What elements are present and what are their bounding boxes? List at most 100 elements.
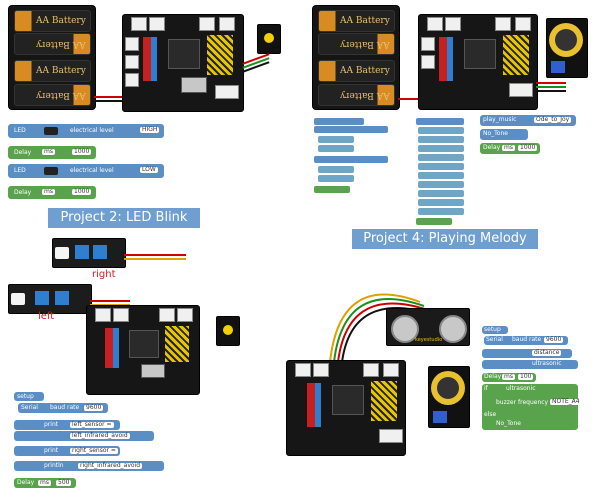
delay-value[interactable]: 1000 (72, 188, 92, 195)
serial-print-block[interactable]: ultrasonic (482, 360, 578, 369)
led-block[interactable]: LED electrical level LOW (8, 164, 164, 178)
print-text[interactable]: right_infrared_avoid (78, 462, 143, 469)
delay-unit-dropdown[interactable]: ms (42, 148, 55, 155)
serial-print-block[interactable]: left_infrared_avoid (14, 431, 154, 441)
delay-block[interactable]: Delay ms 1000 (8, 186, 96, 199)
code-block (314, 126, 388, 133)
delay-value[interactable]: 1000 (72, 148, 92, 155)
level-dropdown[interactable]: HIGH (140, 126, 160, 133)
print-label: print (44, 447, 59, 454)
code-block (418, 181, 464, 188)
print-text[interactable]: distance (532, 349, 562, 356)
level-dropdown[interactable]: LOW (140, 166, 158, 173)
delay-unit-dropdown[interactable]: ms (38, 479, 51, 486)
battery-label: AA Battery (340, 90, 390, 100)
delay-block[interactable]: Delay ms 1000 (8, 146, 96, 159)
serial-print-block[interactable]: print left_sensor = (14, 420, 120, 430)
delay-label: Delay (17, 479, 35, 486)
serial-baud-block[interactable]: Serial baud rate 9600 (18, 403, 108, 413)
ultrasonic-label: ultrasonic (506, 385, 536, 392)
buzzer-module (428, 366, 470, 428)
controller-board (86, 305, 200, 395)
battery: AA Battery (318, 60, 395, 82)
baud-value[interactable]: 9600 (544, 336, 564, 343)
battery-label: AA Battery (36, 66, 86, 76)
project-title: Project 4: Playing Melody (352, 229, 538, 249)
no-tone-label: No_Tone (496, 420, 521, 427)
no-tone-block[interactable]: No_Tone (480, 129, 528, 140)
code-block (418, 208, 464, 215)
delay-unit-dropdown[interactable]: ms (502, 373, 515, 380)
code-block (318, 166, 354, 173)
battery-label: AA Battery (36, 90, 86, 100)
delay-unit-dropdown[interactable]: ms (502, 144, 515, 151)
battery: AA Battery (318, 33, 395, 55)
delay-block[interactable]: Delay ms 500 (14, 478, 76, 488)
led-block[interactable]: LED electrical level HIGH (8, 124, 164, 138)
project-title: Project 2: LED Blink (48, 208, 200, 228)
setup-label: setup (484, 326, 501, 333)
power-wire (398, 98, 418, 100)
play-music-block[interactable]: play_music Ode_to_Joy (480, 115, 576, 126)
ir-sensor-left (8, 284, 92, 314)
battery: AA Battery (318, 84, 395, 106)
print-text[interactable]: right_sensor = (70, 447, 118, 454)
println-label: println (44, 462, 64, 469)
delay-block[interactable]: Delay ms 1000 (480, 143, 540, 154)
delay-value[interactable]: 500 (56, 479, 72, 486)
battery: AA Battery (14, 33, 91, 55)
wire (536, 86, 566, 88)
battery-label: AA Battery (340, 66, 390, 76)
code-block (418, 136, 464, 143)
led-module (257, 24, 281, 54)
code-block (418, 199, 464, 206)
ultrasonic-sensor: keyestudio (386, 308, 470, 346)
led-block-label: LED (14, 127, 26, 134)
print-text[interactable]: left_infrared_avoid (70, 432, 130, 439)
led-module (216, 316, 240, 346)
ultrasonic-label: ultrasonic (532, 360, 562, 367)
code-block (416, 118, 464, 125)
code-block (418, 163, 464, 170)
serial-print-block[interactable]: distance (482, 349, 572, 358)
power-wire-red (94, 96, 122, 98)
right-label: right (92, 269, 116, 280)
music-dropdown[interactable]: Ode_to_Joy (534, 116, 572, 123)
serial-baud-block[interactable]: Serial baud rate 9600 (484, 336, 568, 345)
controller-board (418, 14, 538, 110)
baud-value[interactable]: 9600 (84, 404, 104, 411)
serial-label: Serial (21, 404, 38, 411)
delay-label: Delay (14, 149, 32, 156)
led-block-text: electrical level (70, 127, 114, 134)
code-block (416, 218, 452, 225)
battery: AA Battery (14, 84, 91, 106)
wire (536, 82, 566, 84)
ir-sensor-right (52, 238, 126, 268)
delay-value[interactable]: 100 (518, 373, 534, 380)
serial-print-block[interactable]: print right_sensor = (14, 446, 120, 456)
pin-icon (44, 167, 58, 175)
if-block[interactable]: if ultrasonic buzzer frequency NOTE_A4 e… (482, 384, 582, 430)
battery: AA Battery (14, 10, 91, 32)
serial-println-block[interactable]: println right_infrared_avoid (14, 461, 164, 471)
delay-unit-dropdown[interactable]: ms (42, 188, 55, 195)
print-label: print (44, 421, 59, 428)
serial-label: Serial (486, 336, 503, 343)
note-dropdown[interactable]: NOTE_A4 (550, 398, 582, 405)
code-block (318, 175, 354, 182)
baud-label: baud rate (50, 404, 80, 411)
print-text[interactable]: left_sensor = (70, 421, 114, 428)
left-label: left (38, 311, 55, 322)
wire (124, 254, 186, 256)
code-block (314, 118, 364, 125)
code-block (418, 190, 464, 197)
play-music-label: play_music (483, 116, 517, 123)
setup-block: setup (14, 392, 44, 401)
setup-label: setup (17, 393, 34, 400)
code-block (318, 136, 354, 143)
battery-label: AA Battery (340, 39, 390, 49)
controller-board (286, 360, 406, 456)
if-label: if (484, 385, 488, 392)
delay-block[interactable]: Delay ms 100 (482, 373, 536, 382)
delay-value[interactable]: 1000 (518, 144, 538, 151)
